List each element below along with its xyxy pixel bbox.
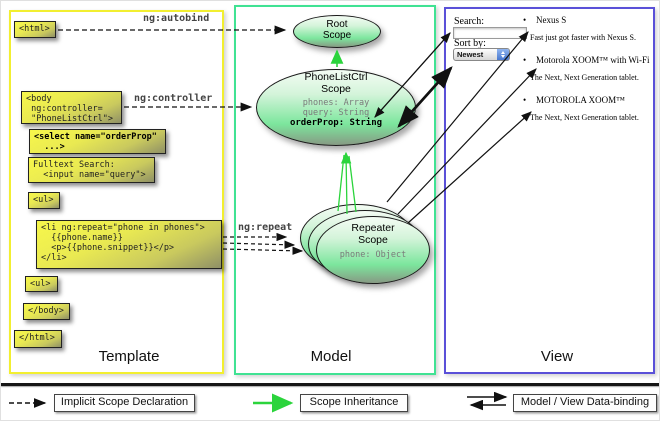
code-box-ul-close: <ul> <box>25 276 58 292</box>
model-panel <box>234 5 436 375</box>
phonelistctrl-scope-ellipse: PhoneListCtrl Scope phones: Array query:… <box>256 69 416 146</box>
code-box-li-repeat: <li ng:repeat="phone in phones"> {{phone… <box>36 220 222 269</box>
bullet-icon: • <box>523 95 527 105</box>
template-panel-label: Template <box>98 348 160 365</box>
legend-separator-line <box>1 383 659 386</box>
legend-scope-inheritance: Scope Inheritance <box>300 394 408 412</box>
phonelistctrl-scope-props: phones: Array query: String <box>302 98 370 118</box>
sort-by-dropdown[interactable]: Newest <box>453 48 510 61</box>
phonelistctrl-scope-orderprop: orderProp: String <box>289 118 383 128</box>
sort-by-selected-value: Newest <box>457 49 484 59</box>
phone-snippet: The Next, Next Generation tablet. <box>530 73 639 82</box>
code-box-body-open: <body ng:controller= "PhoneListCtrl"> <box>21 91 122 124</box>
list-item: • MOTOROLA XOOM™ The Next, Next Generati… <box>517 95 659 123</box>
phone-title: MOTOROLA XOOM™ <box>536 95 625 105</box>
ng-controller-label: ng:controller <box>134 93 213 104</box>
repeater-scope-ellipse-front: Repeater Scope phone: Object <box>316 216 430 284</box>
view-panel-label: View <box>540 348 574 365</box>
repeater-scope-title: Repeater Scope <box>351 222 395 246</box>
repeater-scope-prop: phone: Object <box>339 250 407 260</box>
legend-implicit-scope-declaration: Implicit Scope Declaration <box>54 394 195 412</box>
code-box-fulltext-search: Fulltext Search: <input name="query"> <box>28 157 155 183</box>
legend-model-view-data-binding: Model / View Data-binding <box>513 394 657 412</box>
root-scope-ellipse: Root Scope <box>293 15 381 48</box>
phone-snippet: The Next, Next Generation tablet. <box>530 113 639 122</box>
phone-title: Nexus S <box>536 15 567 25</box>
list-item: • Motorola XOOM™ with Wi-Fi The Next, Ne… <box>517 55 659 83</box>
list-item: • Nexus S Fast just got faster with Nexu… <box>517 15 659 43</box>
phonelistctrl-scope-title: PhoneListCtrl Scope <box>304 71 368 95</box>
phone-title: Motorola XOOM™ with Wi-Fi <box>536 55 650 65</box>
bullet-icon: • <box>523 55 527 65</box>
search-label: Search: <box>454 16 484 27</box>
ng-repeat-label: ng:repeat <box>238 222 293 233</box>
code-box-body-close: </body> <box>23 303 70 320</box>
ng-autobind-label: ng:autobind <box>143 13 210 24</box>
phone-snippet: Fast just got faster with Nexus S. <box>530 33 636 42</box>
code-box-ul-open: <ul> <box>28 192 60 209</box>
dropdown-stepper-icon[interactable] <box>497 49 509 60</box>
code-box-select: <select name="orderProp" ...> <box>29 129 166 154</box>
code-box-html-open: <html> <box>14 21 56 38</box>
bullet-icon: • <box>523 15 527 25</box>
root-scope-title: Root Scope <box>322 19 352 41</box>
code-box-html-close: </html> <box>14 330 62 348</box>
model-panel-label: Model <box>310 348 352 365</box>
